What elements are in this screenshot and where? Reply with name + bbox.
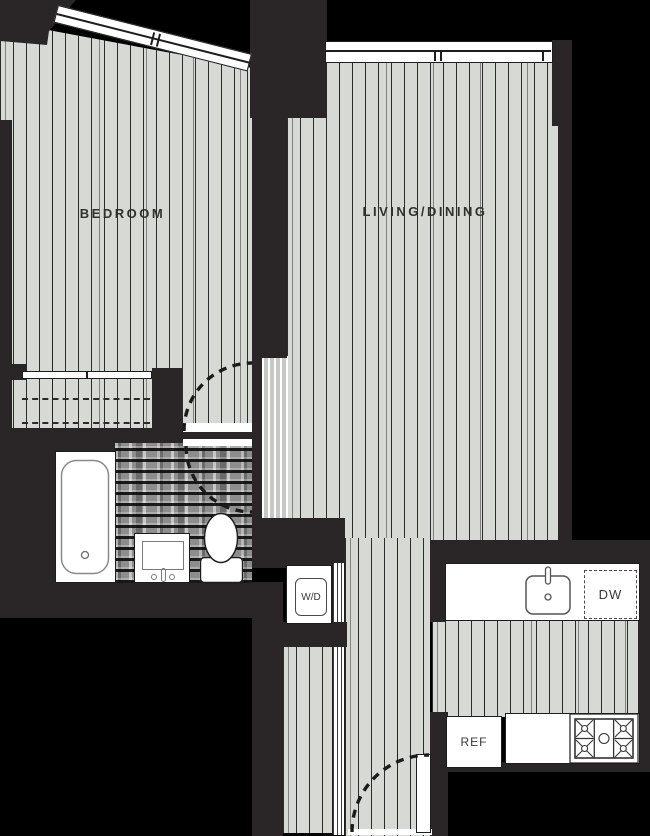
living-dining-window	[325, 41, 553, 63]
refrigerator: REF	[446, 716, 502, 768]
hallway-floor-strip	[262, 356, 288, 522]
closet-rod	[22, 398, 150, 400]
entry-door-leaf	[416, 754, 431, 833]
toilet	[199, 512, 244, 584]
wall-segment	[252, 618, 283, 836]
wall-segment	[250, 0, 327, 118]
wall-segment	[0, 582, 283, 618]
window-mullion	[434, 50, 436, 61]
refrigerator-label: REF	[460, 735, 488, 749]
wall-segment	[552, 40, 572, 126]
window-mullion	[440, 50, 442, 61]
wall-segment	[252, 518, 345, 568]
bedroom-door-threshold	[183, 423, 252, 432]
bathroom-door-threshold	[183, 439, 252, 446]
wall-segment	[252, 358, 262, 523]
wall-segment	[638, 563, 650, 766]
wall-segment	[430, 712, 448, 836]
wall-segment	[152, 368, 182, 432]
stove	[569, 713, 639, 764]
faucet-handle-icon	[151, 574, 157, 580]
living-dining-label: LIVING/DINING	[362, 204, 488, 219]
faucet-icon	[161, 568, 166, 582]
wall-segment	[443, 762, 650, 772]
living-dining-floor	[287, 63, 558, 540]
kitchen-sink	[525, 566, 571, 615]
faucet-handle-icon	[169, 574, 175, 580]
entry-closet-floor	[283, 645, 332, 833]
dishwasher: DW	[584, 570, 637, 619]
closet-door-divider	[86, 372, 88, 378]
washer-dryer: W/D	[286, 565, 332, 624]
window-mullion	[542, 50, 544, 61]
washer-dryer-drum: W/D	[295, 578, 327, 616]
corridor-lined-wall	[332, 563, 345, 835]
kitchen-passage-floor	[432, 620, 638, 717]
closet-shelf-edge	[22, 422, 150, 424]
wall-segment	[558, 124, 572, 542]
vanity-basin	[142, 541, 184, 570]
wall-segment	[283, 622, 347, 647]
washer-dryer-label: W/D	[301, 591, 321, 603]
closet-sliding-door	[22, 371, 152, 379]
dishwasher-label: DW	[598, 587, 623, 602]
window-mullion	[326, 50, 551, 52]
vanity-sink	[134, 533, 190, 583]
bedroom-label: BEDROOM	[79, 206, 166, 221]
wall-segment	[430, 563, 445, 622]
bathtub	[55, 451, 116, 583]
bedroom-floor	[0, 30, 252, 430]
wall-segment	[0, 120, 12, 432]
wall-segment	[430, 540, 650, 563]
wall-segment	[252, 115, 287, 358]
